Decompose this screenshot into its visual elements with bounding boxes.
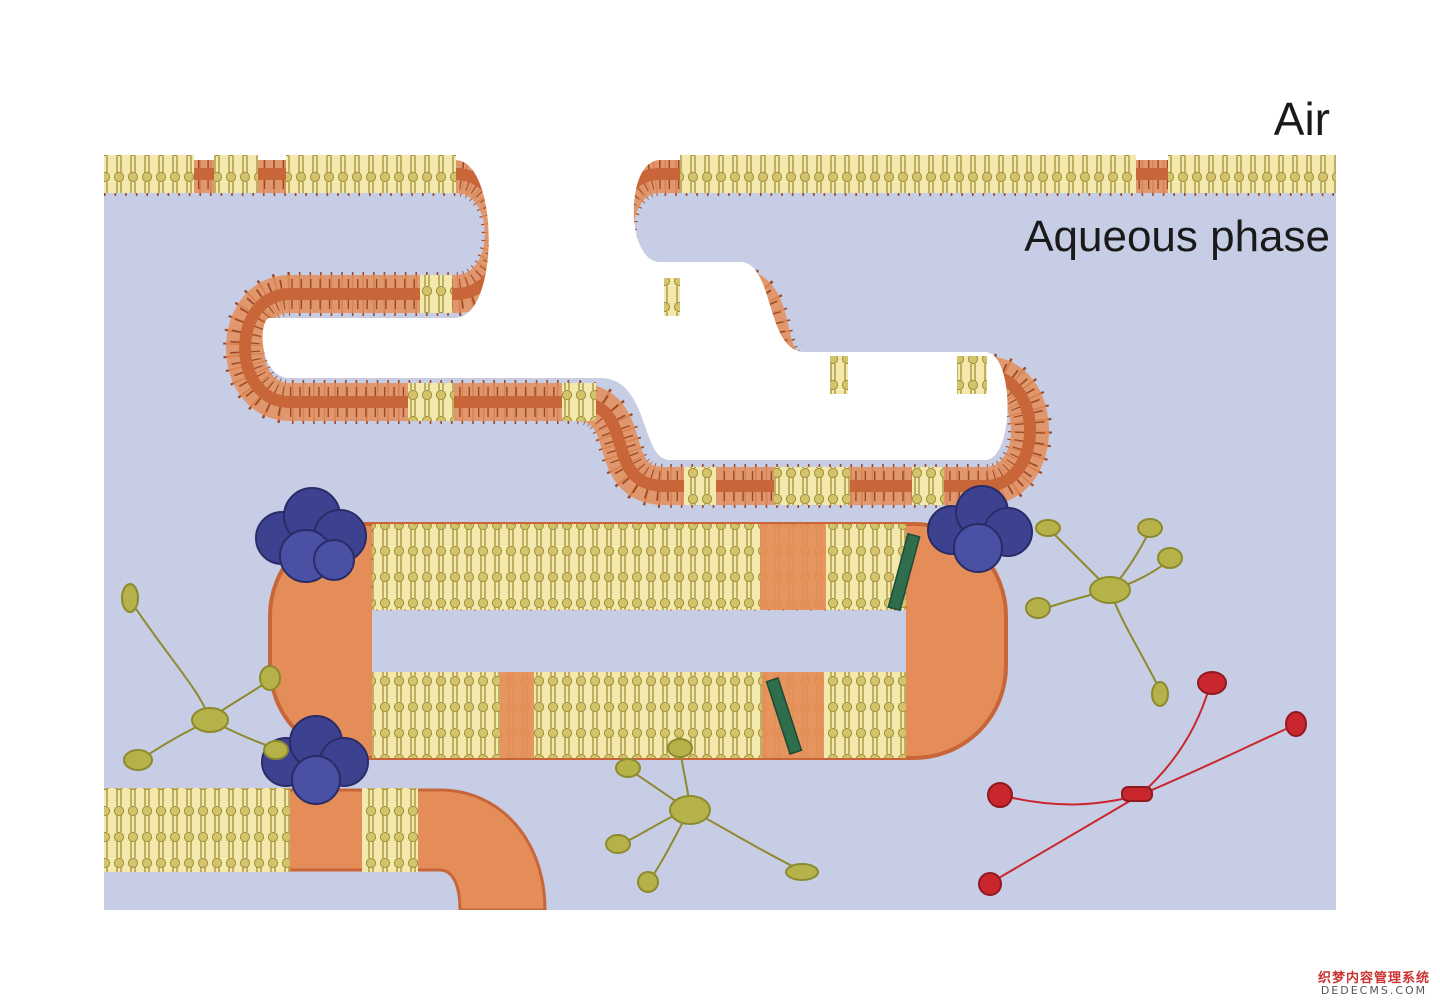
watermark: 织梦内容管理系统 DEDECMS.COM	[1318, 972, 1430, 997]
watermark-line1: 织梦内容管理系统	[1318, 972, 1430, 986]
air-label: Air	[1274, 92, 1330, 146]
aqueous-phase-label: Aqueous phase	[1024, 212, 1330, 262]
bilayer-loop	[270, 524, 1006, 758]
watermark-line2: DEDECMS.COM	[1318, 985, 1430, 997]
